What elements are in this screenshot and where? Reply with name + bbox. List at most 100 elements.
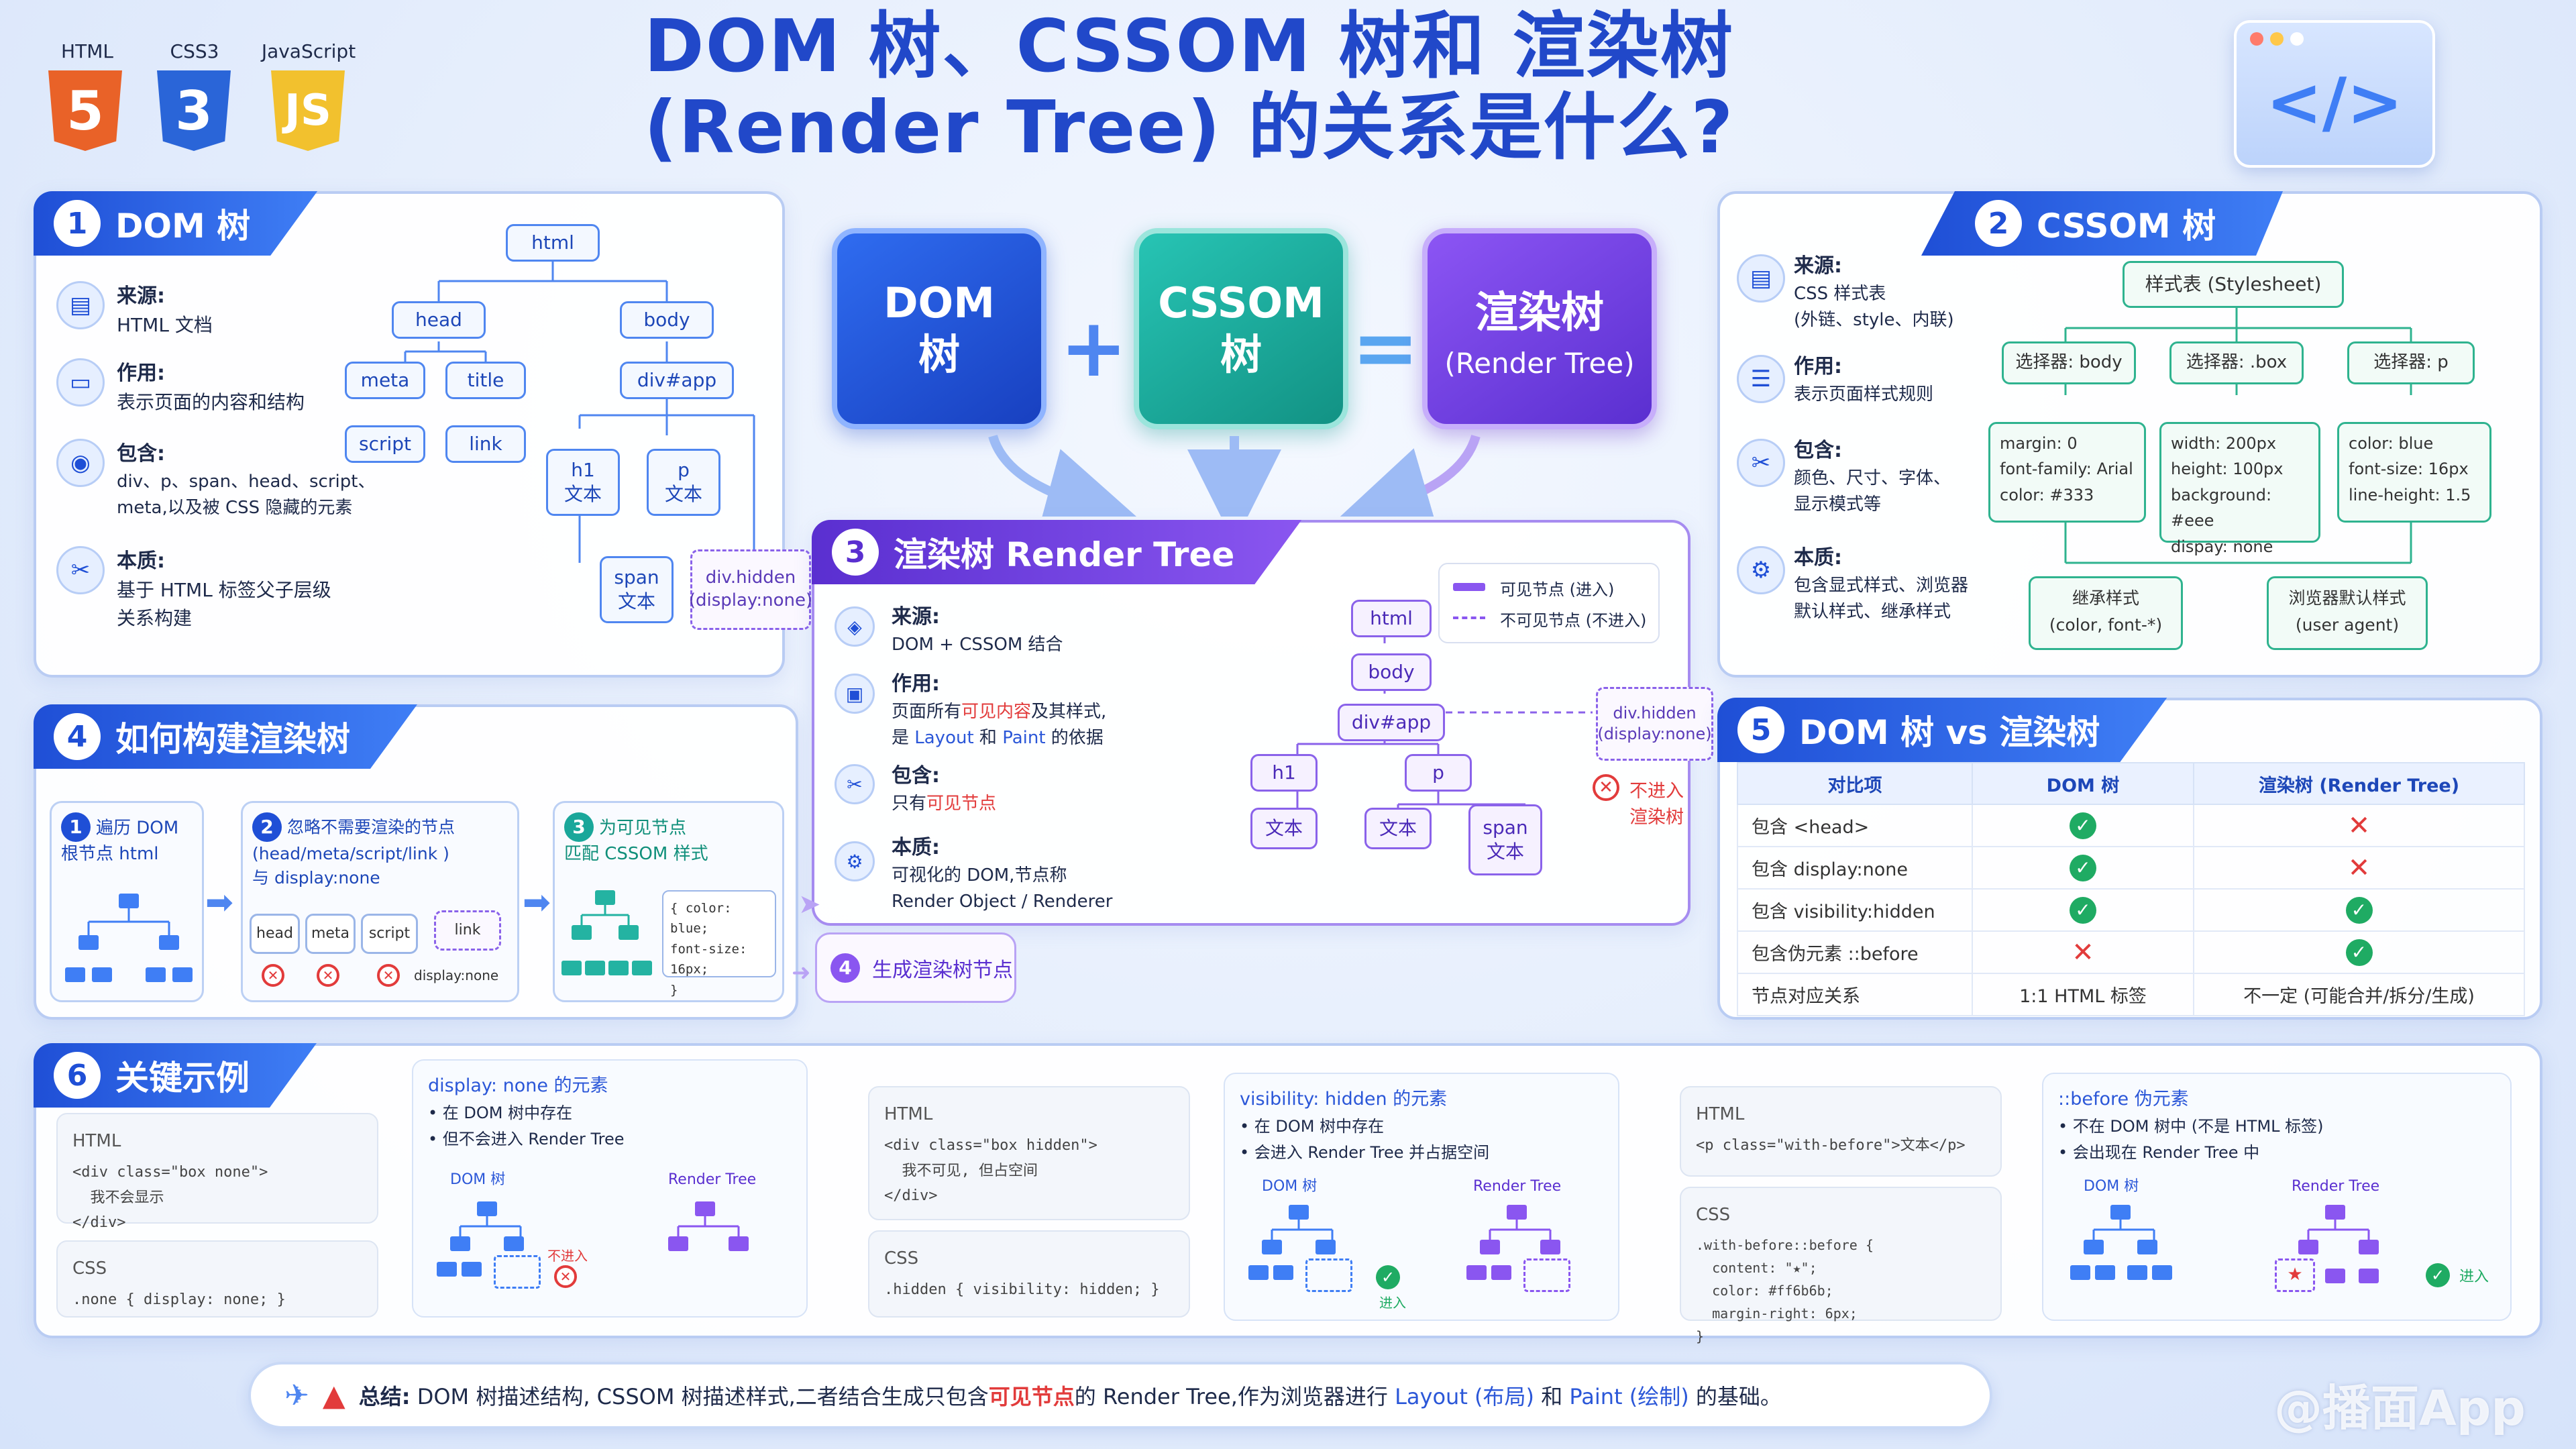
render-legend: 可见节点 (进入) 不可见节点 (不进入) bbox=[1438, 563, 1660, 643]
dom-node-head: head bbox=[392, 301, 486, 339]
star-icon: ★ bbox=[2275, 1258, 2315, 1292]
cssom-ua-styles: 浏览器默认样式 (user agent) bbox=[2267, 576, 2428, 650]
summary-text: 总结: DOM 树描述结构, CSSOM 树描述样式,二者结合生成只包含可见节点… bbox=[358, 1384, 1782, 1409]
dom-essence-body: 基于 HTML 标签父子层级 关系构建 bbox=[117, 579, 331, 629]
ex3-html-code: HTML<p class="with-before">文本</p> bbox=[1680, 1086, 2002, 1177]
ex1-head: display: none 的元素 bbox=[428, 1075, 608, 1096]
code-window-icon: </> bbox=[2234, 20, 2435, 168]
dom-role-head: 作用: bbox=[117, 362, 165, 385]
ex1-render-label: Render Tree bbox=[668, 1171, 757, 1188]
ignored-head: head bbox=[250, 914, 300, 954]
list-icon: ☰ bbox=[1737, 355, 1785, 403]
dom-node-script: script bbox=[345, 425, 425, 463]
dom-node-hidden: div.hidden (display:none) bbox=[689, 549, 812, 630]
render-node-hidden: div.hidden (display:none) bbox=[1596, 687, 1713, 761]
ignored-script: script bbox=[361, 914, 418, 954]
code-brackets: </> bbox=[2265, 63, 2404, 142]
render-node-p: p bbox=[1405, 754, 1472, 792]
dom-node-divapp: div#app bbox=[620, 362, 734, 399]
render-contains-head: 包含: bbox=[892, 764, 940, 788]
html5-icon: 5 bbox=[48, 70, 122, 151]
badge-label-css: CSS3 bbox=[170, 40, 219, 62]
col-item: 对比项 bbox=[1737, 762, 1973, 805]
ex1-css-code: CSS.none { display: none; } bbox=[56, 1240, 378, 1318]
ex1-dom-label: DOM 树 bbox=[450, 1171, 506, 1188]
excluded-icon: ✕ bbox=[1593, 774, 1619, 801]
legend-invisible: 不可见节点 (不进入) bbox=[1500, 611, 1647, 630]
table-row: 包含 display:none✓✕ bbox=[1737, 846, 2525, 890]
render-source-body: DOM + CSSOM 结合 bbox=[892, 635, 1063, 655]
dom-contains-body: div、p、span、head、script、 meta,以及被 CSS 隐藏的… bbox=[117, 472, 376, 518]
cssom-contains-body: 颜色、尺寸、字体、 显示模式等 bbox=[1794, 468, 1951, 515]
table-row: 包含伪元素 ::before✕✓ bbox=[1737, 930, 2525, 974]
cssom-tree-lines bbox=[2064, 308, 2412, 564]
ex2-dom-label: DOM 树 bbox=[1262, 1178, 1318, 1195]
cssom-body-rules: margin: 0 font-family: Arial color: #333 bbox=[1988, 422, 2146, 523]
col-render: 渲染树 (Render Tree) bbox=[2193, 762, 2525, 805]
cssom-source-head: 来源: bbox=[1794, 254, 1842, 278]
check-icon: ✓ bbox=[2070, 812, 2096, 839]
cross-icon: ✕ bbox=[2072, 936, 2094, 968]
dom-node-title: title bbox=[445, 362, 526, 399]
excluded-label: 不进入渲染树 bbox=[1629, 781, 1684, 828]
compare-table-wrap: 对比项 DOM 树 渲染树 (Render Tree) 包含 <head>✓✕ … bbox=[1737, 762, 2525, 1016]
ex2-head: visibility: hidden 的元素 bbox=[1240, 1089, 1448, 1110]
dom-node-p: p 文本 bbox=[647, 449, 720, 516]
ex1-hidden-node bbox=[494, 1255, 541, 1289]
clipboard-icon: ▣ bbox=[835, 674, 875, 714]
gear-icon: ⚙ bbox=[1737, 546, 1785, 594]
summary-bar: ✈ ▲ 总结: DOM 树描述结构, CSSOM 树描述样式,二者结合生成只包含… bbox=[248, 1362, 1992, 1429]
cssom-essence-head: 本质: bbox=[1794, 546, 1842, 570]
ex3-note: 进入 bbox=[2459, 1269, 2489, 1285]
cssom-role-body: 表示页面样式规则 bbox=[1794, 384, 1934, 405]
check-icon: ✓ bbox=[2070, 896, 2096, 924]
ignored-meta: meta bbox=[305, 914, 356, 954]
dom-node-meta: meta bbox=[345, 362, 425, 399]
ex3-head: ::before 伪元素 bbox=[2058, 1089, 2189, 1110]
cssom-node-sel-box: 选择器: .box bbox=[2169, 341, 2304, 384]
render-tree-tile: 渲染树 (Render Tree) bbox=[1422, 228, 1657, 429]
ex3-render-label: Render Tree bbox=[2292, 1178, 2380, 1195]
title-line-1: DOM 树、CSSOM 树和 渲染树 bbox=[644, 5, 1734, 89]
ex1-x-icon: ✕ bbox=[554, 1265, 577, 1288]
table-row: 包含 <head>✓✕ bbox=[1737, 804, 2525, 847]
render-role-line1: 页面所有可见内容及其样式, bbox=[892, 702, 1107, 722]
render-node-divapp: div#app bbox=[1338, 704, 1445, 741]
cross-icon: ✕ bbox=[2347, 810, 2371, 841]
step-arrow-1: ➡ bbox=[205, 883, 233, 922]
ex2-note: 进入 bbox=[1379, 1295, 1406, 1311]
cssom-p-rules: color: blue font-size: 16px line-height:… bbox=[2337, 422, 2491, 523]
render-tree-tile-sub: (Render Tree) bbox=[1444, 346, 1635, 380]
dom-role-body: 表示页面的内容和结构 bbox=[117, 391, 305, 413]
render-node-body: body bbox=[1351, 653, 1432, 691]
dom-node-span: span 文本 bbox=[600, 556, 674, 623]
render-node-h1: h1 bbox=[1250, 754, 1318, 792]
dom-tree-tile: DOM 树 bbox=[832, 228, 1046, 429]
badge-label-html: HTML bbox=[61, 40, 113, 62]
col-dom: DOM 树 bbox=[1972, 762, 2194, 805]
render-essence-head: 本质: bbox=[892, 836, 940, 859]
check-icon: ✓ bbox=[2345, 938, 2373, 966]
step-arrow-3: ➤ bbox=[798, 889, 821, 920]
cssom-essence-body: 包含显式样式、浏览器 默认样式、继承样式 bbox=[1794, 576, 1969, 622]
cssom-role-head: 作用: bbox=[1794, 355, 1842, 378]
document-icon: ▤ bbox=[1737, 254, 1785, 303]
dom-node-h1: h1 文本 bbox=[546, 449, 620, 516]
rocket-icon: ▲ bbox=[322, 1378, 345, 1413]
cssom-box-rules: width: 200px height: 100px background: #… bbox=[2159, 422, 2320, 556]
dom-node-html: html bbox=[506, 224, 600, 262]
ex2-hidden-node bbox=[1305, 1258, 1352, 1292]
cssom-inherit-styles: 继承样式 (color, font-*) bbox=[2029, 576, 2183, 650]
cssom-node-stylesheet: 样式表 (Stylesheet) bbox=[2123, 261, 2344, 308]
paper-plane-icon: ✈ bbox=[284, 1378, 309, 1413]
